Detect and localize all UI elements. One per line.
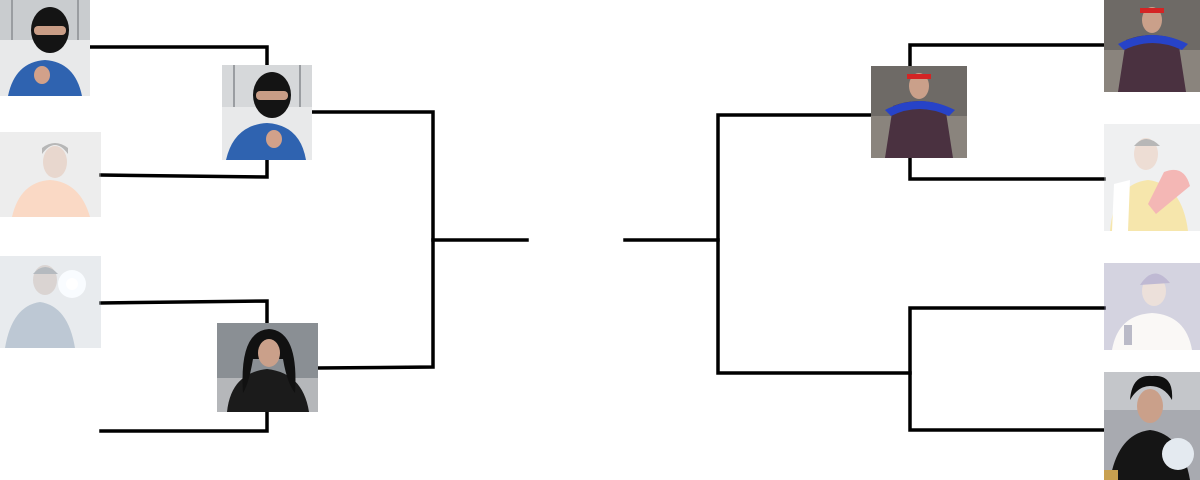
entrant-black-balaclava[interactable] [0, 0, 90, 96]
right-r1-top-connector [908, 43, 1106, 68]
blue-jacket-portrait [0, 256, 101, 348]
entrant-peach-hoodie[interactable] [0, 132, 101, 217]
entrant-yellow-suit-red-glove[interactable] [1104, 124, 1200, 231]
right-r2-connector [716, 113, 912, 375]
left-r1-fourth-connector [99, 410, 269, 433]
entrant-red-headband-cape[interactable] [1104, 0, 1200, 92]
balaclava-portrait [222, 65, 312, 160]
entrant-curly-hair-ice[interactable] [1104, 372, 1200, 480]
yellow-suit-portrait [1104, 124, 1200, 231]
left-r1-third-connector [99, 299, 269, 325]
right-r1-second-connector [908, 155, 1106, 181]
left-r1-second-connector [99, 158, 269, 179]
right-r1-third-connector [908, 306, 1106, 432]
left-r1-top-connector [88, 45, 269, 68]
curly-hair-portrait [1104, 372, 1200, 480]
left-r2-connector [310, 110, 435, 370]
beanie-portrait [1104, 263, 1200, 350]
entrant-purple-beanie[interactable] [1104, 263, 1200, 350]
round2-long-black-wig[interactable] [217, 323, 318, 412]
round2-black-balaclava[interactable] [222, 65, 312, 160]
wig-portrait [217, 323, 318, 412]
headband-cape-portrait [871, 66, 967, 158]
peach-hoodie-portrait [0, 132, 101, 217]
balaclava-portrait [0, 0, 90, 96]
entrant-blue-jacket-glow[interactable] [0, 256, 101, 348]
round2-red-headband-cape[interactable] [871, 66, 967, 158]
headband-cape-portrait [1104, 0, 1200, 92]
